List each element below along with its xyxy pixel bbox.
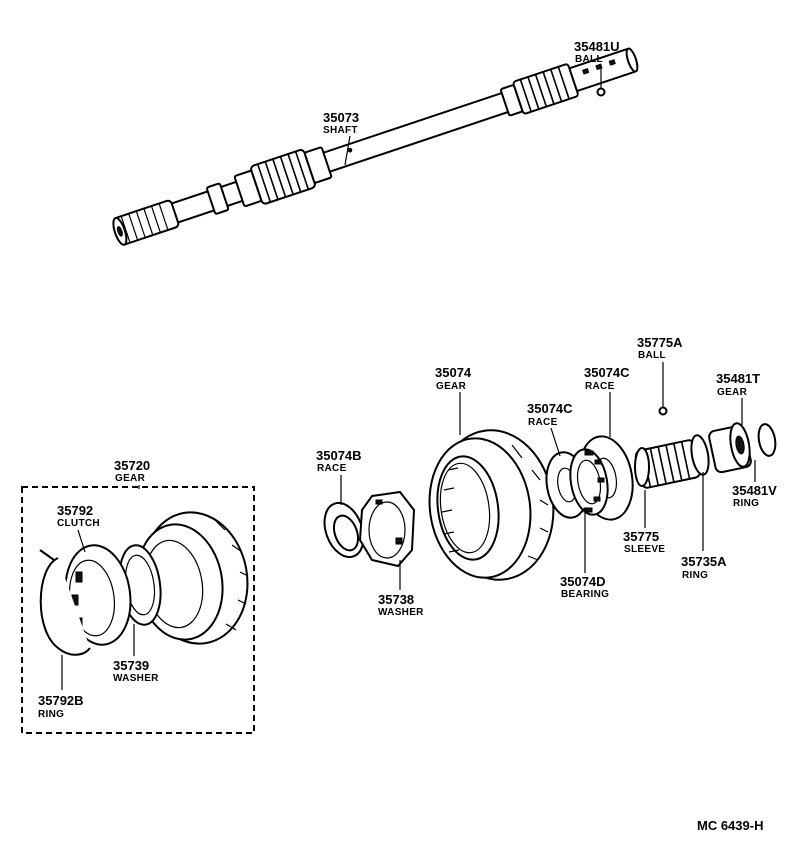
svg-text:RACE: RACE xyxy=(585,381,615,392)
svg-text:RING: RING xyxy=(733,498,759,509)
svg-text:RING: RING xyxy=(682,570,708,581)
label-gear-35074: 35074 GEAR xyxy=(435,365,472,392)
svg-text:35073: 35073 xyxy=(323,110,359,125)
label-race-35074b: 35074B RACE xyxy=(316,448,362,474)
svg-text:35775: 35775 xyxy=(623,529,659,544)
label-gear-35481t: 35481T GEAR xyxy=(716,371,760,398)
sleeve-35775-drawing[interactable] xyxy=(634,439,702,489)
gear-35074-drawing[interactable] xyxy=(421,423,563,588)
svg-text:GEAR: GEAR xyxy=(436,381,467,392)
svg-text:35720: 35720 xyxy=(114,458,150,473)
ring-35792b-drawing[interactable] xyxy=(39,549,91,656)
svg-text:35481T: 35481T xyxy=(716,371,760,386)
label-gear-35720: 35720 GEAR xyxy=(114,458,150,484)
label-shaft-35073: 35073 SHAFT xyxy=(323,110,359,136)
label-ball-35775a: 35775A BALL xyxy=(637,335,683,361)
shaft-drawing[interactable] xyxy=(109,40,642,252)
svg-text:35074D: 35074D xyxy=(560,574,606,589)
svg-text:BALL: BALL xyxy=(638,350,666,361)
svg-text:35481U: 35481U xyxy=(574,39,620,54)
svg-text:RING: RING xyxy=(38,709,64,720)
svg-text:SHAFT: SHAFT xyxy=(323,125,358,136)
svg-text:SLEEVE: SLEEVE xyxy=(624,544,665,555)
ball-35775a-drawing[interactable] xyxy=(658,406,668,416)
label-race-35074c-upper: 35074C RACE xyxy=(584,365,630,392)
svg-text:35481V: 35481V xyxy=(732,483,777,498)
svg-text:35735A: 35735A xyxy=(681,554,727,569)
label-ring-35792b: 35792B RING xyxy=(38,693,84,720)
svg-text:RACE: RACE xyxy=(528,417,558,428)
svg-text:RACE: RACE xyxy=(317,463,347,474)
svg-text:35792B: 35792B xyxy=(38,693,84,708)
svg-text:35074C: 35074C xyxy=(584,365,630,380)
label-sleeve-35775: 35775 SLEEVE xyxy=(623,529,665,555)
label-race-35074c-lower: 35074C RACE xyxy=(527,401,573,428)
gear-35720-group-box xyxy=(21,486,255,734)
svg-text:BEARING: BEARING xyxy=(561,589,609,600)
svg-text:GEAR: GEAR xyxy=(717,387,748,398)
svg-text:35792: 35792 xyxy=(57,503,93,518)
label-washer-35738: 35738 WASHER xyxy=(378,592,424,618)
label-washer-35739: 35739 WASHER xyxy=(113,658,159,684)
label-clutch-35792: 35792 CLUTCH xyxy=(57,503,100,529)
label-bearing-35074d: 35074D BEARING xyxy=(560,574,609,600)
svg-text:35739: 35739 xyxy=(113,658,149,673)
svg-text:WASHER: WASHER xyxy=(378,607,424,618)
ball-35481u-drawing[interactable] xyxy=(596,87,606,97)
svg-text:35074: 35074 xyxy=(435,365,472,380)
svg-text:35775A: 35775A xyxy=(637,335,683,350)
svg-text:35074B: 35074B xyxy=(316,448,362,463)
gear-35481t-drawing[interactable] xyxy=(708,422,753,474)
ring-35481v-drawing[interactable] xyxy=(756,423,777,457)
svg-text:CLUTCH: CLUTCH xyxy=(57,518,100,529)
drawing-code: MC 6439-H xyxy=(697,818,763,833)
bearing-35074d-drawing[interactable] xyxy=(566,446,613,517)
svg-text:35074C: 35074C xyxy=(527,401,573,416)
label-ring-35735a: 35735A RING xyxy=(681,554,727,581)
svg-text:35738: 35738 xyxy=(378,592,414,607)
svg-text:GEAR: GEAR xyxy=(115,473,146,484)
svg-text:WASHER: WASHER xyxy=(113,673,159,684)
washer-35738-drawing[interactable] xyxy=(358,490,416,568)
label-ball-35481u: 35481U BALL xyxy=(574,39,620,65)
leader-lines xyxy=(61,65,756,690)
label-ring-35481v: 35481V RING xyxy=(732,483,777,509)
svg-text:BALL: BALL xyxy=(575,54,603,65)
